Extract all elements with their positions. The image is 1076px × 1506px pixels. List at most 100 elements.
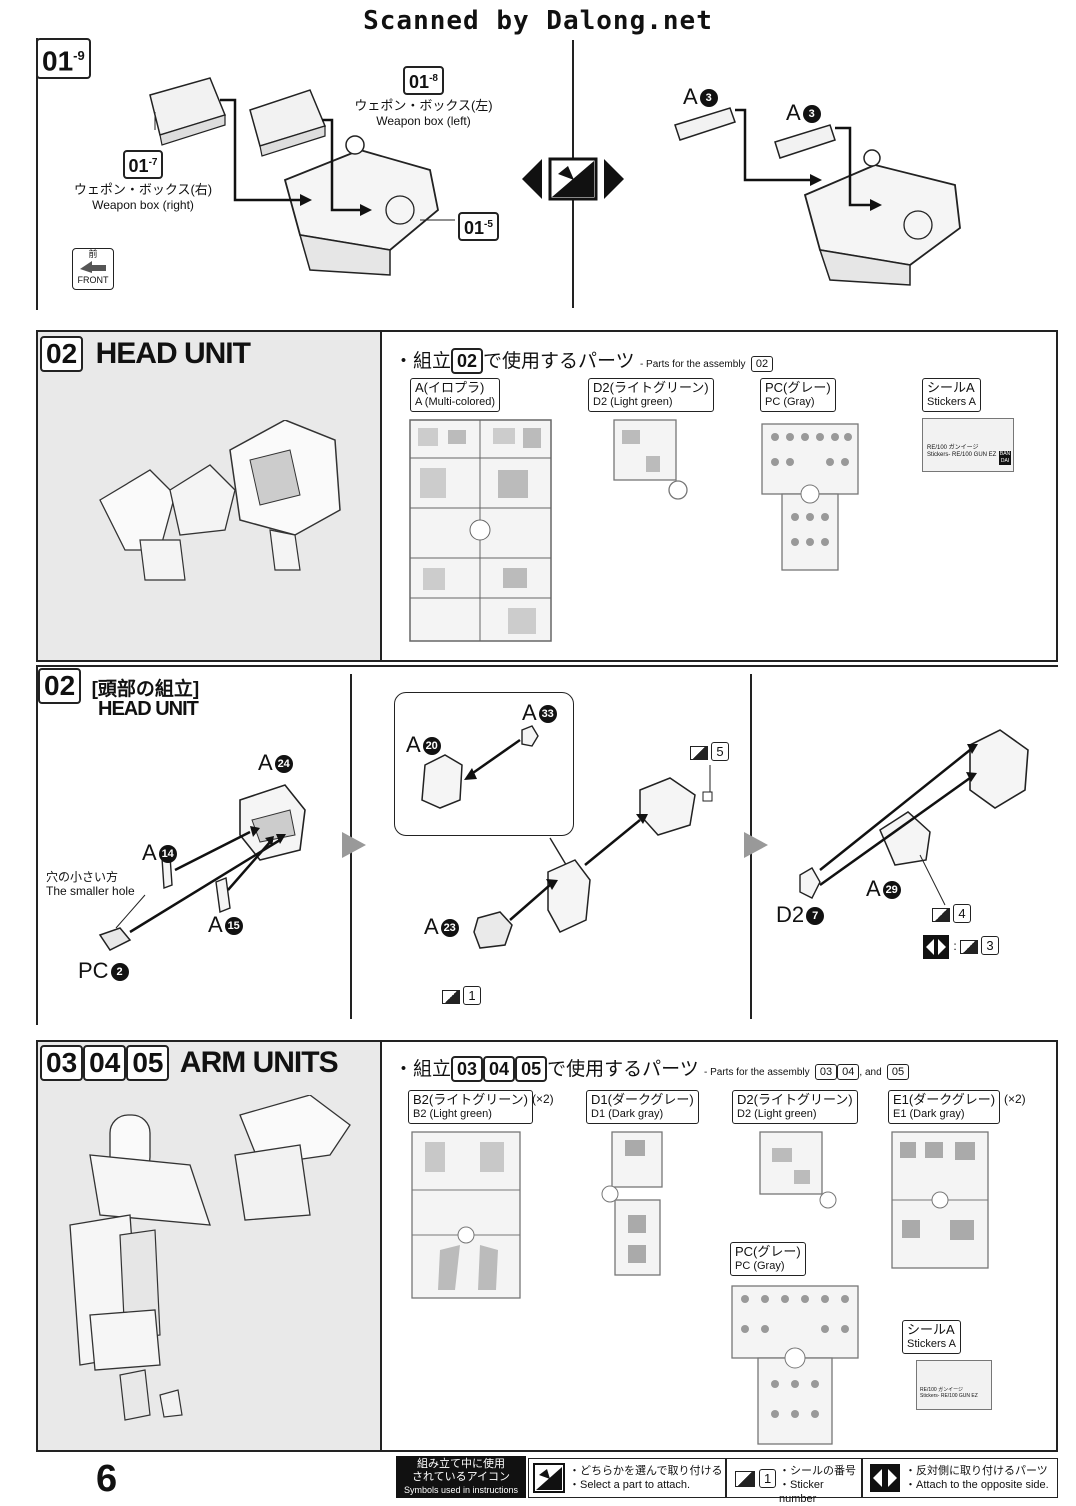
legend-item2-jp: ・シールの番号	[779, 1465, 856, 1477]
section-number-03: 03	[40, 1045, 84, 1081]
legend-item2-en: ・Sticker number	[779, 1479, 824, 1505]
runner-pc-drawing	[761, 423, 859, 571]
weapon-box-left-en: Weapon box (left)	[376, 114, 471, 128]
alt-armor-illustration	[674, 107, 961, 286]
weapon-box-right-label: 01-7 ウェポン・ボックス(右) Weapon box (right)	[58, 150, 228, 212]
runner-label-d2: D2(ライトグリーン)D2 (Light green)	[588, 378, 714, 412]
part-num: 3	[802, 105, 821, 124]
heading-jp-pre: ・組立	[394, 351, 452, 372]
runner-jp: A(イロプラ)	[415, 380, 485, 395]
runner-label-d2-arm: D2(ライトグリーン)D2 (Light green)	[732, 1090, 858, 1124]
step-01-9-section	[36, 38, 1058, 310]
legend-jp-2: されているアイコン	[411, 1471, 511, 1483]
heading-num-03: 03	[451, 1056, 484, 1082]
runner-en: D2 (Light green)	[593, 396, 673, 408]
runner-en: PC (Gray)	[735, 1260, 785, 1272]
heading-jp-post: で使用するパーツ	[483, 351, 635, 372]
legend-item-select: ・どちらかを選んで取り付ける ・Select a part to attach.	[528, 1458, 726, 1498]
section-title: HEAD UNIT	[95, 337, 251, 370]
heading-en-num-03: 03	[814, 1064, 838, 1080]
weapon-box-right-en: Weapon box (right)	[92, 198, 194, 212]
legend-item-opposite: ・反対側に取り付けるパーツ ・Attach to the opposite si…	[862, 1458, 1058, 1498]
runner-en: PC (Gray)	[765, 396, 815, 408]
step-number: 01	[42, 45, 74, 77]
runner-label-d1: D1(ダークグレー)D1 (Dark gray)	[586, 1090, 699, 1124]
sticker-icon	[442, 989, 460, 1004]
front-indicator: 前 FRONT	[72, 248, 114, 290]
sticker-4-marker: 4	[932, 904, 971, 923]
runner-b2-drawing	[411, 1131, 521, 1299]
sticker-legend-icon	[735, 1471, 755, 1487]
head-assembly-step3-illustration	[799, 729, 1029, 906]
page-number: 6	[96, 1458, 118, 1500]
part-letter: A	[258, 750, 273, 775]
runner-en: B2 (Light green)	[413, 1108, 492, 1120]
sticker-sheet-arm: RE/100 ガンイージ Stickers- RE/100 GUN EZ	[916, 1360, 992, 1410]
part-letter: A	[522, 700, 537, 725]
runner-e1-count: (×2)	[1004, 1092, 1026, 1106]
part-num: 29	[882, 881, 901, 900]
section-title-jp: [頭部の組立]	[91, 679, 200, 700]
legend-item3-en: ・Attach to the opposite side.	[905, 1479, 1049, 1491]
head-unit-exploded-illustration	[99, 420, 341, 581]
front-jp: 前	[88, 249, 98, 259]
heading-en: - Parts for the assembly	[639, 359, 746, 370]
runner-en: D1 (Dark gray)	[591, 1108, 664, 1120]
smaller-hole-note: 穴の小さい方 The smaller hole	[46, 870, 135, 898]
part-letter: A	[786, 100, 801, 125]
part-num: 20	[422, 737, 441, 756]
part-num: 24	[274, 755, 293, 774]
heading-num-05: 05	[515, 1056, 548, 1082]
ref-num: 01	[128, 156, 149, 176]
runner-en: Stickers A	[907, 1338, 956, 1350]
part-letter: PC	[78, 958, 109, 983]
head-assembly-section	[36, 665, 1058, 1025]
sticker-legend-number: 1	[759, 1469, 777, 1488]
runner-jp: シールA	[927, 380, 975, 395]
runner-d2-drawing	[613, 419, 688, 500]
smaller-hole-jp: 穴の小さい方	[46, 870, 119, 884]
sticker-number: 4	[953, 904, 971, 923]
part-num: 15	[224, 917, 243, 936]
sticker-3-marker: : 3	[922, 934, 999, 960]
bandai-logo: BAN DAI	[999, 451, 1011, 465]
runner-en: A (Multi-colored)	[415, 396, 496, 408]
smaller-hole-en: The smaller hole	[46, 884, 135, 898]
part-num: 23	[440, 919, 459, 938]
part-num: 7	[806, 907, 825, 926]
runner-b2-count: (×2)	[532, 1092, 554, 1106]
part-letter: A	[424, 914, 439, 939]
ref-sub: -8	[429, 73, 438, 84]
arm-units-section	[36, 1040, 1058, 1452]
runner-jp: PC(グレー)	[765, 380, 831, 395]
legend-item3-jp: ・反対側に取り付けるパーツ	[905, 1465, 1048, 1477]
front-arrow-icon	[80, 261, 106, 273]
opposite-side-legend-icon	[870, 1464, 900, 1492]
legend-en: Symbols used in instructions	[403, 1485, 519, 1495]
runner-label-e1: E1(ダークグレー)E1 (Dark gray)	[888, 1090, 1001, 1124]
part-letter: A	[208, 912, 223, 937]
runner-a-drawing	[409, 419, 552, 642]
sticker-text-2: Stickers- RE/100 GUN EZ	[927, 452, 997, 458]
torso-part	[283, 135, 439, 276]
heading-en: - Parts for the assembly	[704, 1067, 810, 1078]
arm-unit-exploded-illustration	[69, 1095, 351, 1421]
section-title: ARM UNITS	[179, 1046, 339, 1079]
section-number: 02	[40, 336, 84, 372]
legend-jp-1: 組み立て中に使用	[417, 1458, 505, 1470]
step-arrow-2	[744, 832, 768, 858]
step-arrow-1	[342, 832, 366, 858]
runner-jp: PC(グレー)	[735, 1244, 801, 1259]
sticker-icon	[690, 745, 708, 760]
runner-e1-drawing	[891, 1131, 989, 1269]
runner-label-a: A(イロプラ)A (Multi-colored)	[410, 378, 501, 412]
